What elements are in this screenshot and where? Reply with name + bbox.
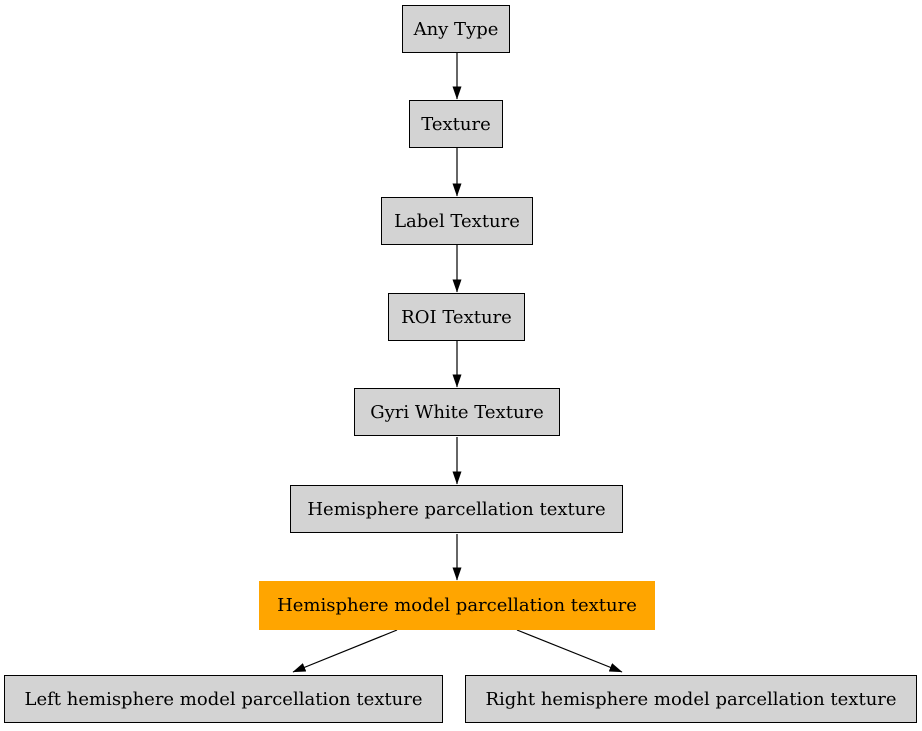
node-label: Gyri White Texture: [370, 401, 544, 423]
node-texture: Texture: [409, 100, 503, 148]
edge-hemisphere-model-parcellation-texture-to-right: [516, 629, 623, 673]
node-hemisphere-model-parcellation-texture: Hemisphere model parcellation texture: [259, 581, 655, 630]
node-label: ROI Texture: [401, 306, 512, 328]
node-label: Label Texture: [394, 210, 520, 232]
node-label: Any Type: [413, 18, 499, 40]
node-label: Right hemisphere model parcellation text…: [485, 688, 897, 710]
node-label: Hemisphere parcellation texture: [307, 498, 606, 520]
node-label-texture: Label Texture: [381, 197, 533, 245]
node-label: Hemisphere model parcellation texture: [277, 595, 637, 616]
node-left-hemisphere-model-parcellation-texture: Left hemisphere model parcellation textu…: [4, 675, 443, 723]
node-label: Texture: [421, 113, 491, 135]
node-right-hemisphere-model-parcellation-texture: Right hemisphere model parcellation text…: [465, 675, 917, 723]
edge-hemisphere-model-parcellation-texture-to-left: [292, 629, 398, 673]
node-label: Left hemisphere model parcellation textu…: [24, 688, 423, 710]
node-gyri-white-texture: Gyri White Texture: [354, 388, 560, 436]
node-hemisphere-parcellation-texture: Hemisphere parcellation texture: [290, 485, 623, 533]
node-roi-texture: ROI Texture: [388, 293, 525, 341]
node-any-type: Any Type: [402, 5, 510, 53]
